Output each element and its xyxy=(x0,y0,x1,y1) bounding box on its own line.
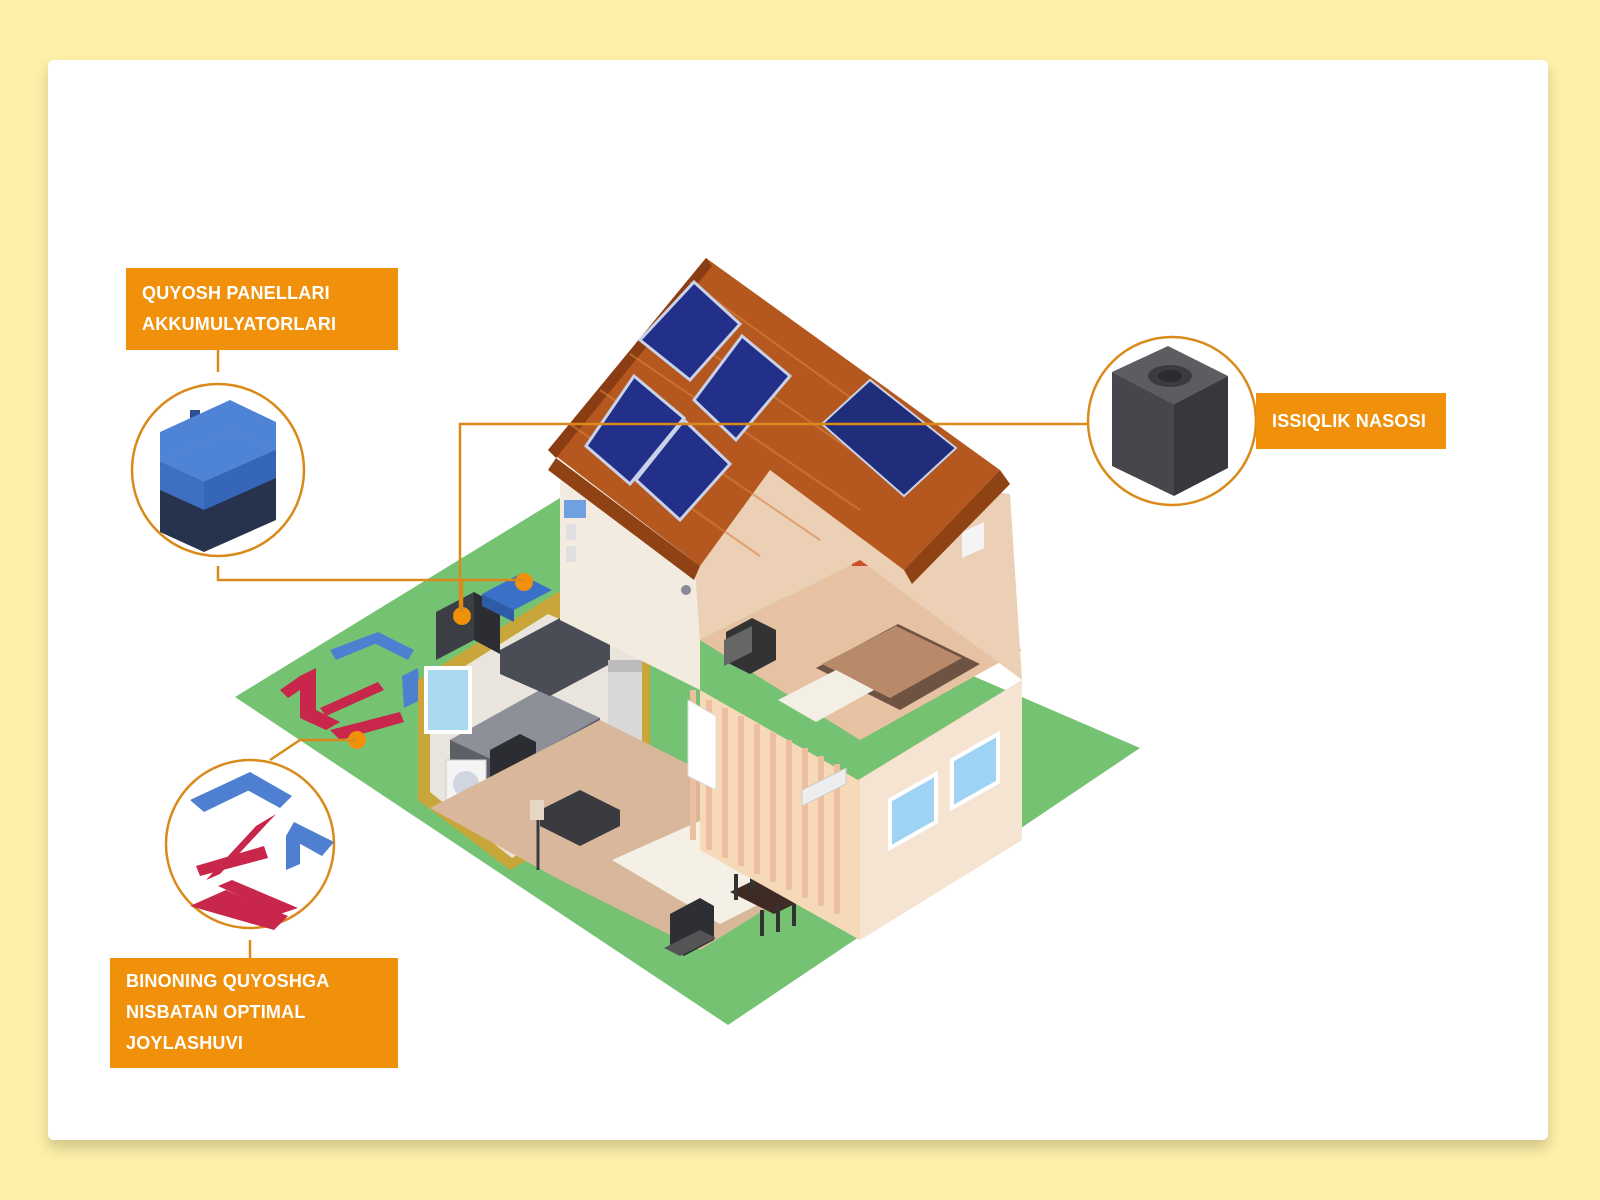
label-solar-line-1: QUYOSH PANELLARI xyxy=(142,283,330,303)
orientation-arrows-icon xyxy=(190,772,334,930)
label-orientation: BINONING QUYOSHGA NISBATAN OPTIMAL JOYLA… xyxy=(110,958,398,1068)
lawn-orientation-arrows xyxy=(280,632,420,749)
label-solar-batteries: QUYOSH PANELLARI AKKUMULYATORLARI xyxy=(126,268,398,350)
label-solar-line-2: AKKUMULYATORLARI xyxy=(142,314,337,334)
label-orientation-line-1: BINONING QUYOSHGA xyxy=(126,971,330,991)
label-heat-pump-line-1: ISSIQLIK NASOSI xyxy=(1272,411,1427,431)
battery-icon xyxy=(160,400,276,552)
label-orientation-line-3: JOYLASHUVI xyxy=(126,1033,244,1053)
heat-pump-icon xyxy=(1112,346,1228,496)
yard-batteries xyxy=(436,573,552,660)
label-orientation-line-2: NISBATAN OPTIMAL xyxy=(126,1002,306,1022)
solar-panel-icon xyxy=(584,279,958,523)
label-heat-pump: ISSIQLIK NASOSI xyxy=(1256,393,1446,449)
